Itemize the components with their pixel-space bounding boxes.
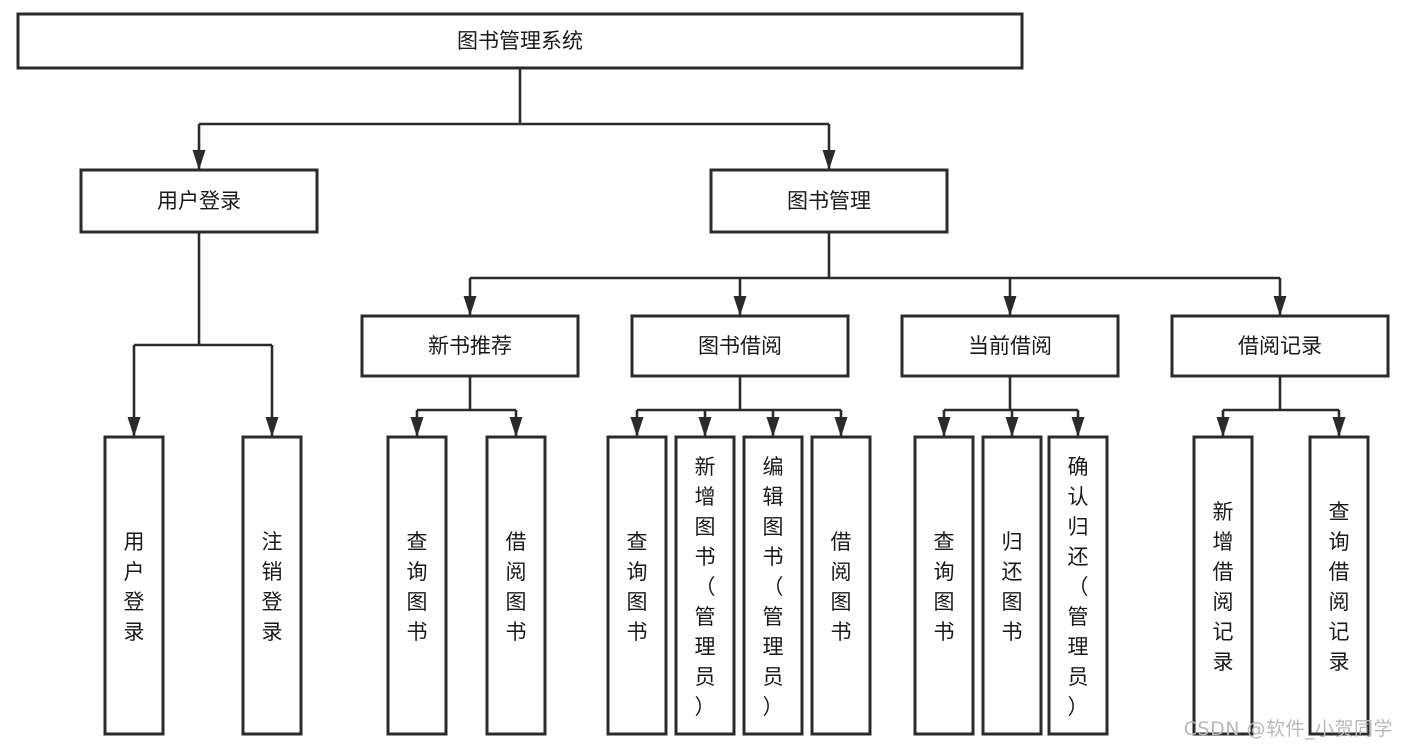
nodes-layer: 图书管理系统用户登录图书管理新书推荐图书借阅当前借阅借阅记录用户登录注销登录查询… xyxy=(16,12,1390,736)
node-label: 用户登录 xyxy=(157,189,241,213)
node-label: 当前借阅 xyxy=(968,334,1052,358)
node-box xyxy=(79,168,319,234)
node-label: 借阅图书 xyxy=(831,530,852,644)
edge-arrowhead xyxy=(463,296,477,316)
node-l-edit-book[interactable]: 编辑图书（管理员） xyxy=(742,435,804,736)
edge-arrowhead xyxy=(766,417,780,437)
node-box xyxy=(674,435,736,736)
node-l-query-book-2[interactable]: 查询图书 xyxy=(606,435,668,736)
node-n-borrow[interactable]: 图书借阅 xyxy=(630,314,850,378)
node-label: 图书管理 xyxy=(787,189,871,213)
edge-arrowhead xyxy=(834,417,848,437)
edge-arrowhead xyxy=(733,296,747,316)
edge-arrowhead xyxy=(1005,417,1019,437)
node-box xyxy=(386,435,448,736)
node-label: 查询图书 xyxy=(627,530,648,644)
node-box xyxy=(913,435,975,736)
node-label: 新书推荐 xyxy=(428,334,512,358)
node-l-logout[interactable]: 注销登录 xyxy=(241,435,303,736)
node-n-book-manage[interactable]: 图书管理 xyxy=(709,168,949,234)
node-l-borrow-book-1[interactable]: 借阅图书 xyxy=(485,435,547,736)
node-label: 归还图书 xyxy=(1002,530,1023,644)
edge-arrowhead xyxy=(937,417,951,437)
edge-arrowhead xyxy=(265,417,279,437)
node-box xyxy=(1170,314,1390,378)
edge-arrowhead xyxy=(1216,417,1230,437)
node-root[interactable]: 图书管理系统 xyxy=(16,12,1024,70)
node-box xyxy=(630,314,850,378)
node-n-new-book[interactable]: 新书推荐 xyxy=(360,314,580,378)
node-box xyxy=(485,435,547,736)
node-box xyxy=(1192,435,1254,736)
node-label: 新增图书（管理员） xyxy=(695,455,716,719)
node-box xyxy=(103,435,165,736)
node-box xyxy=(810,435,872,736)
node-label: 图书管理系统 xyxy=(457,29,583,53)
node-box xyxy=(900,314,1120,378)
node-box xyxy=(981,435,1043,736)
edge-arrowhead xyxy=(630,417,644,437)
edge-arrowhead xyxy=(1003,296,1017,316)
edge-arrowhead xyxy=(1332,417,1346,437)
node-l-add-record[interactable]: 新增借阅记录 xyxy=(1192,435,1254,736)
edges-layer xyxy=(127,68,1346,437)
node-l-query-book-1[interactable]: 查询图书 xyxy=(386,435,448,736)
edge-arrowhead xyxy=(698,417,712,437)
edge-arrowhead xyxy=(1071,417,1085,437)
node-box xyxy=(742,435,804,736)
edge-arrowhead xyxy=(410,417,424,437)
node-n-user-login[interactable]: 用户登录 xyxy=(79,168,319,234)
node-l-borrow-book-2[interactable]: 借阅图书 xyxy=(810,435,872,736)
edge-arrowhead xyxy=(1273,296,1287,316)
node-label: 新增借阅记录 xyxy=(1213,500,1234,674)
node-l-query-record[interactable]: 查询借阅记录 xyxy=(1308,435,1370,736)
node-label: 确认归还（管理员） xyxy=(1068,455,1089,719)
node-box xyxy=(709,168,949,234)
node-label: 编辑图书（管理员） xyxy=(763,455,784,719)
node-box xyxy=(241,435,303,736)
node-l-return-book[interactable]: 归还图书 xyxy=(981,435,1043,736)
watermark-label: CSDN @软件_小贺同学 xyxy=(1183,718,1393,740)
node-n-current[interactable]: 当前借阅 xyxy=(900,314,1120,378)
node-label: 查询图书 xyxy=(934,530,955,644)
node-box xyxy=(606,435,668,736)
node-n-records[interactable]: 借阅记录 xyxy=(1170,314,1390,378)
edge-arrowhead xyxy=(127,417,141,437)
node-box xyxy=(16,12,1024,70)
node-l-confirm-return[interactable]: 确认归还（管理员） xyxy=(1047,435,1109,736)
node-label: 借阅图书 xyxy=(506,530,527,644)
node-label: 用户登录 xyxy=(124,530,145,644)
node-box xyxy=(1308,435,1370,736)
node-box xyxy=(360,314,580,378)
node-label: 注销登录 xyxy=(262,530,283,644)
edge-arrowhead xyxy=(509,417,523,437)
node-box xyxy=(1047,435,1109,736)
node-label: 借阅记录 xyxy=(1238,334,1322,358)
node-label: 查询图书 xyxy=(407,530,428,644)
node-label: 查询借阅记录 xyxy=(1329,500,1350,674)
edge-arrowhead xyxy=(192,150,206,170)
node-l-query-book-3[interactable]: 查询图书 xyxy=(913,435,975,736)
edge-arrowhead xyxy=(822,150,836,170)
node-l-user-login[interactable]: 用户登录 xyxy=(103,435,165,736)
node-label: 图书借阅 xyxy=(698,334,782,358)
node-l-add-book[interactable]: 新增图书（管理员） xyxy=(674,435,736,736)
